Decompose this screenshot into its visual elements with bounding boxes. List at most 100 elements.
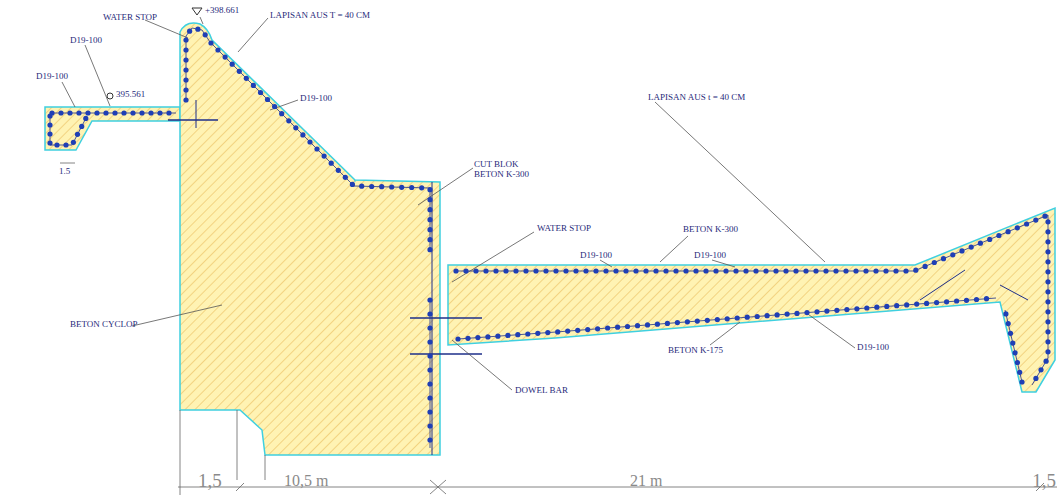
rebar-dot [785, 312, 790, 317]
rebar-dot [894, 303, 899, 308]
rebar-dot [655, 322, 660, 327]
rebar-dot [633, 268, 638, 273]
rebar-dot [71, 140, 76, 145]
rebar-dot [665, 321, 670, 326]
rebar-dot [663, 268, 668, 273]
rebar-dot [453, 268, 458, 273]
rebar-dot [1045, 329, 1050, 334]
rebar-dot [223, 55, 228, 60]
rebar-dot [230, 62, 235, 67]
elevation-mark [192, 8, 202, 15]
rebar-dot [515, 332, 520, 337]
rebar-dot [427, 325, 432, 330]
rebar-dot [94, 110, 99, 115]
rebar-dot [753, 268, 758, 273]
rebar-dot [755, 314, 760, 319]
callout-label: WATER STOP [103, 12, 157, 22]
rebar-dot [603, 268, 608, 273]
rebar-dot [533, 268, 538, 273]
rebar-dot [1008, 331, 1013, 336]
rebar-dot [495, 334, 500, 339]
rebar-dot [1045, 299, 1050, 304]
rebar-dot [1045, 279, 1050, 284]
rebar-dot [47, 131, 52, 136]
rebar-dot [75, 132, 80, 137]
rebar-dot [389, 184, 394, 189]
rebar-dot [293, 125, 298, 130]
rebar-dot [713, 268, 718, 273]
rebar-dot [183, 57, 188, 62]
rebar-dot [1015, 360, 1020, 365]
rebar-dot [853, 268, 858, 273]
dowel-bar [410, 317, 482, 319]
dimension-lines [60, 163, 1057, 495]
rebar-dot [685, 319, 690, 324]
rebar-dot [814, 309, 819, 314]
rebar-dot [969, 245, 974, 250]
rebar [1005, 310, 1022, 382]
rebar-dot [794, 311, 799, 316]
rebar-dot [765, 313, 770, 318]
rebar-dot [843, 268, 848, 273]
rebar-dot [703, 268, 708, 273]
rebar-dot [1033, 376, 1038, 381]
rebar-dot [585, 327, 590, 332]
rebar-dot [1015, 225, 1020, 230]
rebar-dot [237, 69, 242, 74]
rebar-dot [183, 37, 188, 42]
rebar-dot [725, 316, 730, 321]
rebar-dot [605, 325, 610, 330]
rebar-dot [427, 395, 432, 400]
rebar-dot [950, 252, 955, 257]
rebar-dot [251, 83, 256, 88]
rebar-dot [593, 268, 598, 273]
rebar-dot [775, 312, 780, 317]
rebar-dot [183, 97, 188, 102]
rebar-dot [1006, 321, 1011, 326]
rebar-dot [705, 318, 710, 323]
rebar-dot [545, 330, 550, 335]
rebar-dot [745, 315, 750, 320]
rebar-dot [959, 248, 964, 253]
rebar-dot [409, 185, 414, 190]
rebar-dot [833, 268, 838, 273]
rebar [186, 28, 192, 36]
rebar-dot [944, 299, 949, 304]
rebar-dot [996, 233, 1001, 238]
rebar-dot [793, 268, 798, 273]
rebar-dot [329, 161, 334, 166]
rebar-dot [1038, 367, 1043, 372]
rebar-dot [543, 268, 548, 273]
rebar-dot [625, 324, 630, 329]
rebar-dot [783, 268, 788, 273]
callout-label: LAPISAN AUS t = 40 CM [648, 92, 745, 102]
rebar-dot [427, 423, 432, 428]
rebar-dot [427, 217, 432, 222]
rebar-dot [369, 184, 374, 189]
rebar-dot [874, 305, 879, 310]
rebar-dot [553, 268, 558, 273]
rebar-dot [695, 319, 700, 324]
dimension-label: 10,5 m [284, 472, 328, 490]
rebar-dot [148, 110, 153, 115]
rebar-dot [427, 207, 432, 212]
rebar-dot [208, 40, 213, 45]
rebar-dot [1045, 319, 1050, 324]
rebar-dot [427, 367, 432, 372]
rebar-dot [923, 264, 928, 269]
rebar-dot [523, 268, 528, 273]
rebar-dot [884, 304, 889, 309]
rebar-dot [913, 268, 918, 273]
rebar-dot [427, 247, 432, 252]
rebar-dot [83, 116, 88, 121]
rebar [196, 100, 197, 128]
rebar-dot [635, 323, 640, 328]
rebar-dot [258, 90, 263, 95]
rebar-dot [1019, 379, 1024, 384]
rebar-dot [103, 110, 108, 115]
rebar-dot [336, 168, 341, 173]
rebar-dot [903, 268, 908, 273]
rebar-dot [1044, 359, 1049, 364]
rebar-dot [419, 185, 424, 190]
